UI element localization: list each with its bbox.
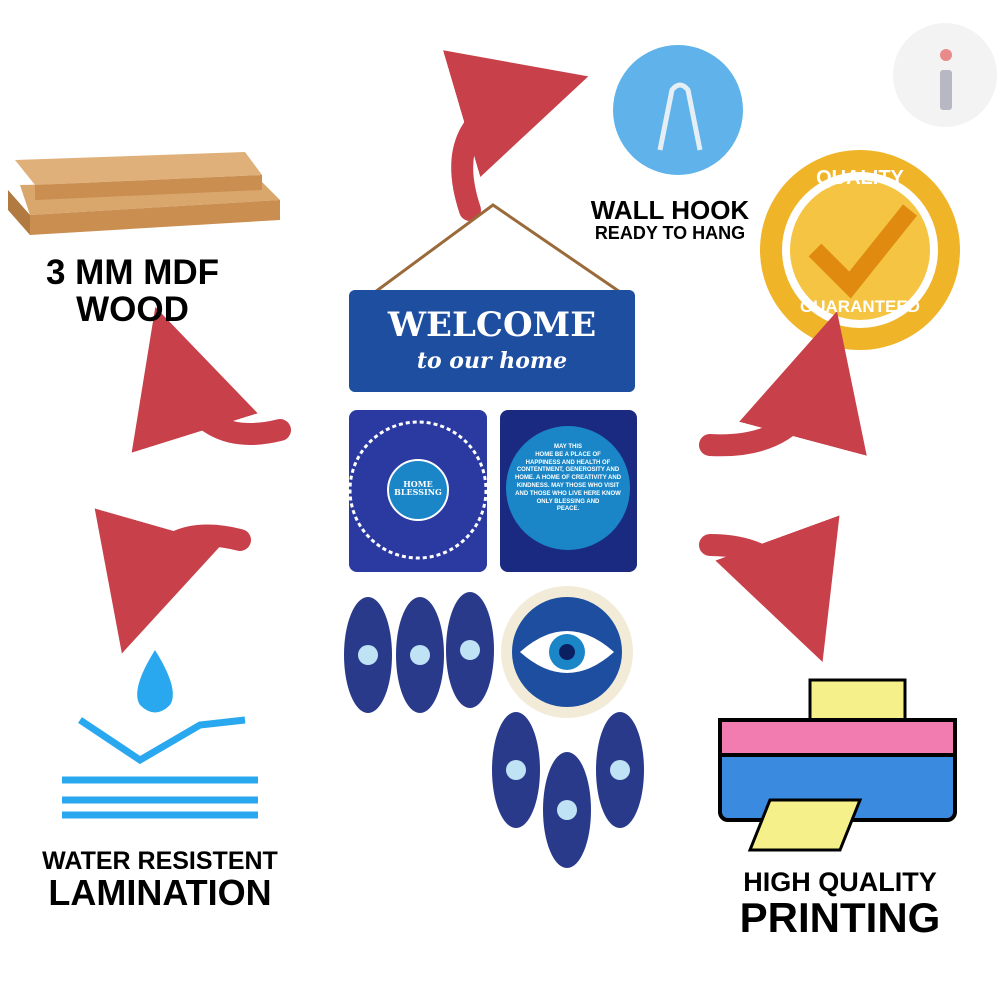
left-panel-line: BLESSING [394,487,442,498]
mdf-line2: WOOD [76,289,189,329]
wall-hook-icon [613,45,743,175]
brand-logo-icon [893,23,997,127]
left-panel-line: HOME [403,479,433,489]
printer-icon [718,678,957,852]
quote-line: CONTENTMENT, GENEROSITY AND [516,467,620,474]
quote-line: ONLY BLESSING AND [536,498,600,505]
quote-line: MAY THIS [553,444,582,450]
quality-bottom-text: GUARANTEED [800,297,920,316]
printing-line2: PRINTING [739,894,941,942]
quote-line: KINDNESS. MAY THOSE WHO VISIT [516,482,620,489]
printing-label: HIGH QUALITY PRINTING [720,868,960,940]
water-line1: WATER RESISTENT [42,847,278,875]
quality-badge-icon [760,150,960,350]
hook-line1: WALL HOOK [590,195,750,225]
mdf-label: 3 MM MDF WOOD [20,253,245,329]
wood-planks-icon [8,152,280,235]
quote-line: HOME. A HOME OF CREATIVITY AND [514,475,622,482]
sign-title: WELCOME [387,305,597,345]
printing-line1: HIGH QUALITY [743,867,937,897]
left-panel-text: HOME BLESSING [388,480,448,497]
product-wall-hanging [344,203,644,868]
water-label: WATER RESISTENT LAMINATION [20,848,300,912]
quote-line: HOME BE A PLACE OF [535,451,601,458]
hook-label: WALL HOOK READY TO HANG [570,195,770,244]
quote-line: PEACE. [556,506,580,513]
blessing-quote: MAY THIS HOME BE A PLACE OF HAPPINESS AN… [510,444,626,514]
sign-subtitle: to our home [416,348,568,374]
water-drop-icon [62,650,258,819]
mdf-line1: 3 MM MDF [45,253,220,292]
quote-line: AND THOSE WHO LIVE HERE KNOW [515,490,621,497]
quote-line: HAPPINESS AND HEALTH OF [525,459,611,466]
quality-top-text: QUALITY [816,167,904,189]
hook-line2: READY TO HANG [594,223,746,244]
arrow-icons [94,50,867,663]
water-line2: LAMINATION [48,872,272,914]
